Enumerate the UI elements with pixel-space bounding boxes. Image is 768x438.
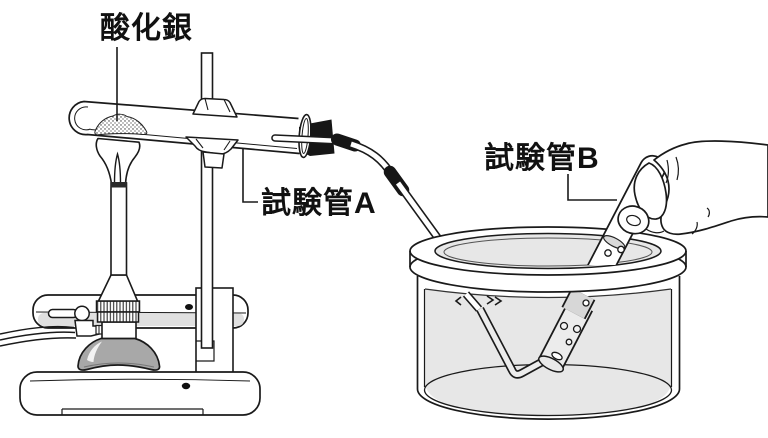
annotations: 酸化銀 試験管A 試験管B (100, 12, 617, 220)
trough-rim (409, 226, 687, 293)
test-tube-a (68, 100, 335, 159)
silver-oxide-powder (94, 113, 148, 136)
hand (617, 140, 768, 236)
leader-line-test-tube-b (567, 174, 617, 201)
gas-valve-knob (74, 305, 90, 322)
thumb (633, 162, 668, 220)
leader-line-test-tube-a (242, 148, 258, 203)
trough-glass-wall (416, 276, 681, 420)
burner-air-adjuster (95, 300, 141, 323)
burner-cone (97, 274, 139, 302)
burner-base-highlight (87, 341, 102, 362)
base-screw-hole-front (181, 382, 191, 390)
gas-valve-lever (47, 308, 79, 319)
bubbles (559, 299, 590, 346)
label-silver-oxide: 酸化銀 (100, 12, 193, 45)
delivery-tube-tip (551, 351, 563, 361)
water-surface-ripple-marks (454, 295, 503, 306)
burner-barrel (110, 182, 128, 276)
flame-inner-cone (113, 151, 122, 184)
bubbles-in-tube-b (604, 245, 625, 257)
clamp-lower-jaw (185, 136, 239, 155)
clamp-holder (202, 151, 225, 169)
clamp-upper-jaw (192, 97, 238, 118)
label-test-tube-b: 試験管B (484, 141, 600, 175)
base-screw-hole (185, 304, 193, 310)
test-tube-b-mouth (538, 355, 564, 373)
gas-hose (0, 325, 77, 347)
burner-mouth (110, 182, 127, 188)
stand-rod (200, 52, 214, 349)
underwater-parts (454, 287, 596, 379)
clamp (185, 97, 239, 169)
stand-base-front (19, 371, 261, 416)
gas-burner (0, 182, 161, 371)
gas-water-interface (603, 235, 626, 250)
label-test-tube-a: 試験管A (261, 186, 377, 220)
burner-flame (95, 137, 141, 188)
fingernail (626, 214, 641, 227)
hand-palm (653, 140, 768, 236)
hand-creases (645, 156, 710, 235)
waterline (424, 288, 672, 299)
gas-valve (47, 305, 106, 337)
